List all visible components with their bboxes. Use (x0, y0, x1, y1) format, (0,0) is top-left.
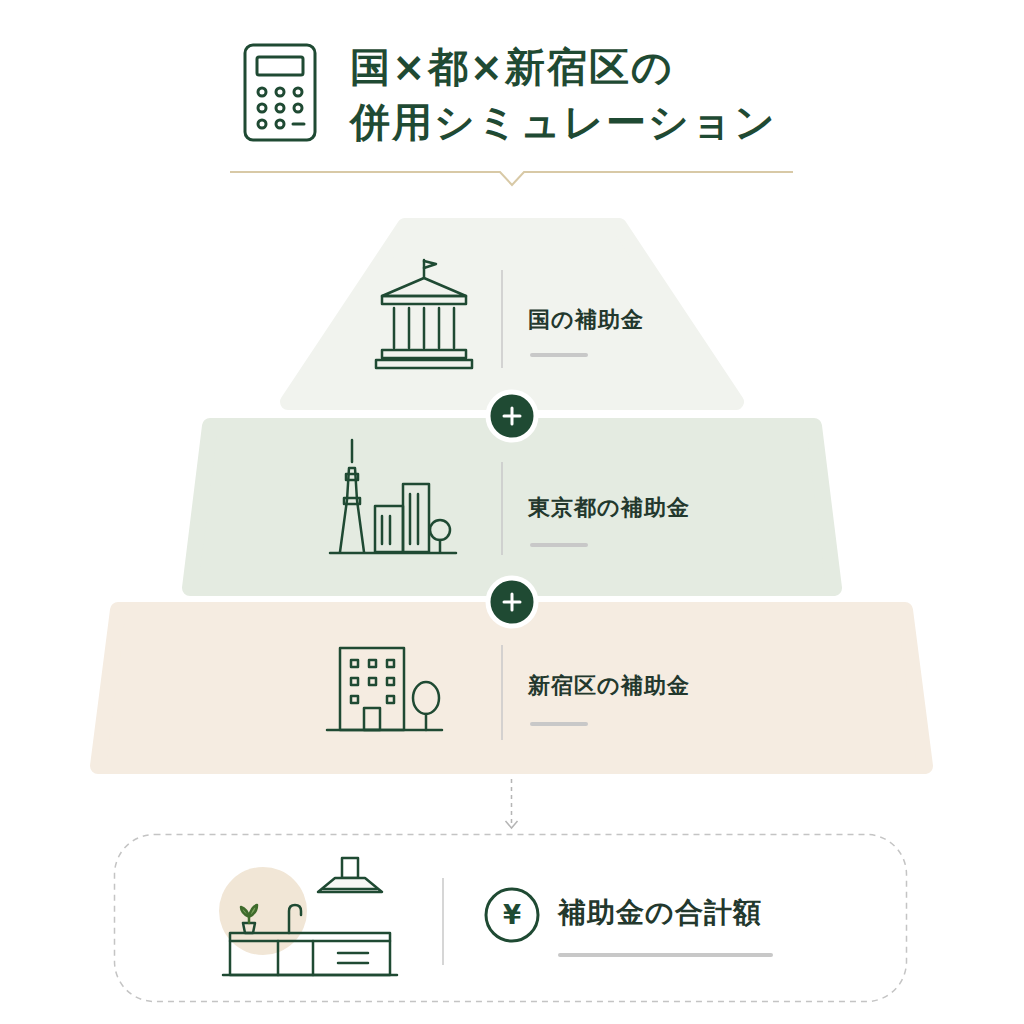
trapezoid-band (180, 418, 844, 596)
result-box: 補助金の合計額 ¥ (113, 833, 908, 1003)
calculator-icon (245, 45, 315, 140)
subsidy-band: 新宿区の補助金 (88, 602, 935, 774)
trapezoid-band (278, 218, 746, 410)
subsidy-band: 国の補助金 (278, 218, 746, 410)
kitchen-icon (223, 858, 397, 975)
city-icon (330, 440, 456, 553)
node-label: 補助金の合計額 (558, 894, 762, 932)
trapezoid-band (88, 602, 935, 774)
currency-symbol: ¥ (503, 900, 521, 930)
arrow-head (506, 821, 518, 828)
flow-arrow (506, 779, 518, 828)
office-building-icon (327, 648, 442, 730)
subsidy-band: 東京都の補助金 (180, 418, 844, 596)
divider-line (230, 172, 793, 185)
government-icon (376, 260, 472, 368)
node-label: 東京都の補助金 (528, 493, 690, 523)
node-label: 国の補助金 (528, 305, 644, 335)
diagram-title: 国×都×新宿区の 併用シミュレーション (350, 40, 820, 150)
node-label: 新宿区の補助金 (528, 671, 690, 701)
dashed-line (511, 779, 513, 828)
